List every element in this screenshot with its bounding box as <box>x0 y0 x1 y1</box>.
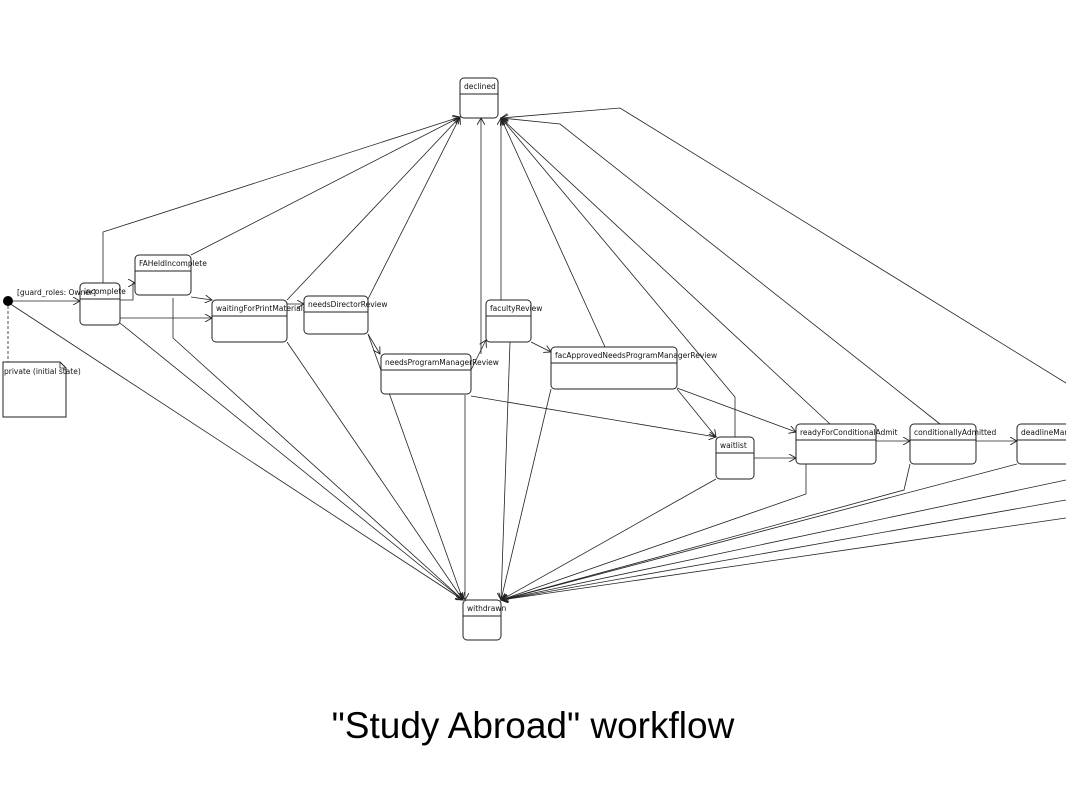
state-label: facApprovedNeedsProgramManagerReview <box>555 351 717 360</box>
transition-arrow <box>501 118 606 348</box>
state-box <box>211 299 288 343</box>
transitions <box>8 107 1066 600</box>
transition-arrow <box>501 388 552 600</box>
transition-arrow <box>470 340 486 371</box>
state-box <box>134 254 192 296</box>
state-waitlist: waitlist <box>715 436 755 480</box>
state-label: withdrawn <box>467 604 506 613</box>
state-label: declined <box>464 82 496 91</box>
transition-arrow <box>501 107 1066 384</box>
state-label: waitingForPrintMaterials <box>216 304 307 313</box>
state-label: facultyReview <box>490 304 542 313</box>
transition-arrow <box>501 341 511 600</box>
state-box <box>79 282 121 326</box>
note-shape <box>2 361 67 418</box>
initial-state-marker <box>3 296 13 306</box>
transition-arrow <box>501 479 1066 600</box>
state-withdrawn: withdrawn <box>462 599 506 641</box>
transition-arrow <box>286 117 460 301</box>
state-label: conditionallyAdmitted <box>914 428 997 437</box>
transition-arrow <box>501 118 941 425</box>
transition-arrow <box>367 333 380 354</box>
transition-arrow <box>120 283 135 301</box>
transition-arrow <box>367 117 460 300</box>
transition-arrow <box>676 387 796 432</box>
states: declined withdrawn incomplete FAHeldIncompl… <box>79 77 1066 641</box>
transition-arrow <box>501 463 1018 600</box>
transition-arrow <box>501 478 717 600</box>
transition-arrow <box>119 322 463 600</box>
transition-arrow <box>501 517 1066 600</box>
state-pmreview: needsProgramManagerReview <box>380 353 499 395</box>
transition-arrow <box>286 341 463 600</box>
transition-arrow <box>172 298 463 600</box>
state-box <box>795 423 877 465</box>
state-box <box>485 299 532 343</box>
transition-arrow <box>676 388 716 437</box>
state-label: deadlineManager <box>1021 428 1066 437</box>
state-label: incomplete <box>84 287 126 296</box>
state-facapproved: facApprovedNeedsProgramManagerReview <box>550 346 717 390</box>
transition-arrow <box>530 341 551 352</box>
state-box <box>550 346 678 390</box>
state-box <box>909 423 977 465</box>
guard-label: [guard_roles: Owner] <box>17 288 96 297</box>
state-faheld: FAHeldIncomplete <box>134 254 207 296</box>
transition-arrow <box>501 464 807 600</box>
state-label: readyForConditionalAdmit <box>800 428 898 437</box>
transition-arrow <box>470 395 716 437</box>
state-deadline: deadlineManager <box>1016 423 1066 465</box>
transition-arrow <box>501 463 911 600</box>
slide-caption: "Study Abroad" workflow <box>331 705 735 746</box>
state-director: needsDirectorReview <box>303 295 388 335</box>
transition-arrow <box>501 118 736 437</box>
transition-arrow <box>102 117 460 283</box>
state-box <box>303 295 369 335</box>
state-label: waitlist <box>720 441 747 450</box>
transition-arrow <box>190 117 460 256</box>
state-box <box>380 353 472 395</box>
state-label: needsProgramManagerReview <box>385 358 499 367</box>
state-incomplete: incomplete <box>79 282 126 326</box>
state-box <box>1016 423 1066 465</box>
transition-arrow <box>190 297 212 300</box>
transition-arrow <box>501 118 831 425</box>
note-text: private (initial state) <box>4 367 81 376</box>
state-readyadmit: readyForConditionalAdmit <box>795 423 898 465</box>
transition-arrow <box>8 302 463 600</box>
state-waitprint: waitingForPrintMaterials <box>211 299 307 343</box>
state-faculty: facultyReview <box>485 299 542 343</box>
transition-arrow <box>501 499 1066 600</box>
state-box <box>715 436 755 480</box>
state-condadmitted: conditionallyAdmitted <box>909 423 997 465</box>
state-declined: declined <box>459 77 499 119</box>
state-box <box>462 599 502 641</box>
state-label: FAHeldIncomplete <box>139 259 207 268</box>
state-box <box>459 77 499 119</box>
state-label: needsDirectorReview <box>308 300 388 309</box>
